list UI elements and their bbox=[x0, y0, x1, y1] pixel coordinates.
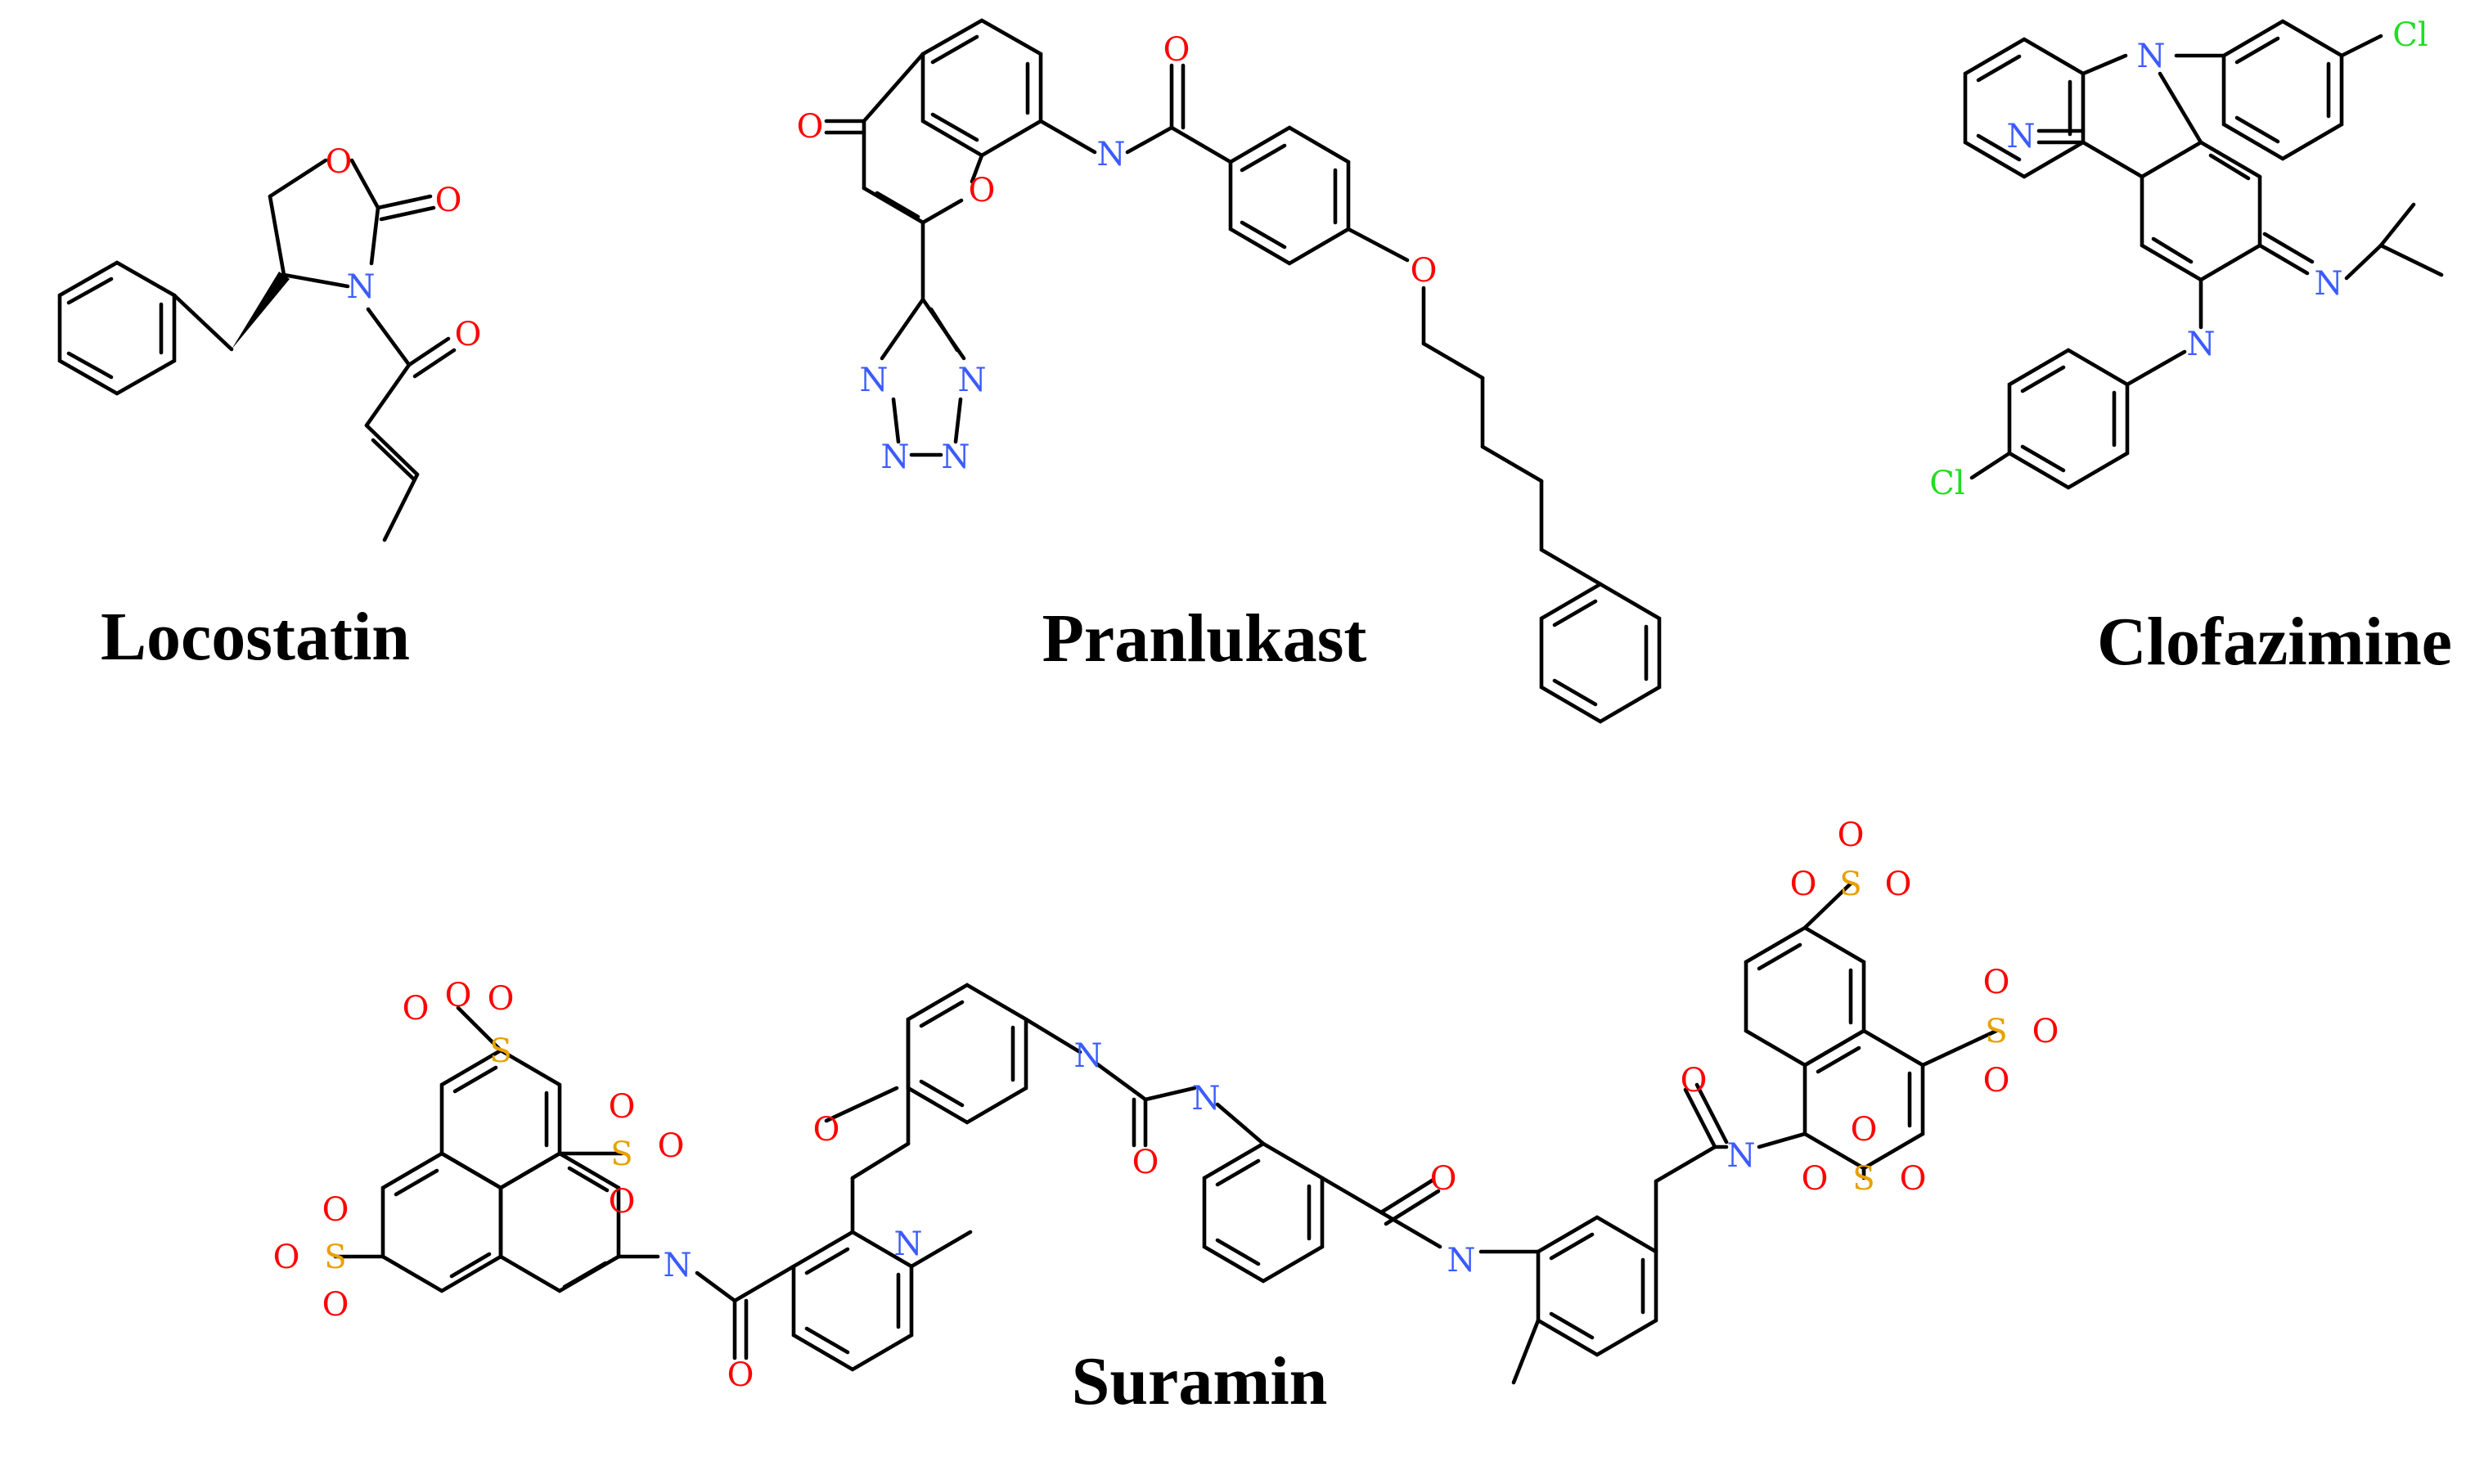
molecule-locostatin: O O N O Locostatin bbox=[57, 143, 482, 675]
pranlukast-bonds bbox=[824, 18, 1662, 724]
atom-n: N bbox=[1727, 1137, 1756, 1175]
atom-o: O bbox=[445, 977, 472, 1014]
atom-o: O bbox=[797, 108, 824, 146]
atom-o: O bbox=[1430, 1160, 1457, 1198]
molecule-pranlukast: O O N O O N N N N Pranlukast bbox=[797, 18, 1662, 724]
atom-o: O bbox=[1411, 252, 1438, 290]
atom-o: O bbox=[488, 980, 515, 1018]
atom-o: O bbox=[326, 143, 353, 181]
atom-s: S bbox=[1852, 1160, 1874, 1198]
atom-o: O bbox=[969, 172, 996, 209]
atom-cl: Cl bbox=[1929, 465, 1964, 502]
locostatin-bonds bbox=[57, 158, 457, 542]
atom-o: O bbox=[2032, 1013, 2059, 1050]
atom-o: O bbox=[403, 990, 430, 1028]
atom-o: O bbox=[1802, 1160, 1829, 1198]
atom-o: O bbox=[609, 1183, 636, 1221]
molecule-name-locostatin: Locostatin bbox=[101, 599, 410, 675]
atom-n: N bbox=[860, 362, 889, 399]
atom-n: N bbox=[1074, 1037, 1103, 1075]
atom-o: O bbox=[1838, 816, 1865, 854]
molecule-name-clofazimine: Clofazimine bbox=[2097, 604, 2452, 680]
atom-s: S bbox=[1839, 866, 1861, 903]
atom-s: S bbox=[489, 1032, 511, 1070]
atom-o: O bbox=[813, 1111, 840, 1149]
molecule-name-pranlukast: Pranlukast bbox=[1042, 600, 1367, 677]
atom-s: S bbox=[610, 1135, 632, 1173]
atom-o: O bbox=[455, 316, 482, 353]
atom-cl: Cl bbox=[2392, 16, 2428, 54]
atom-n: N bbox=[894, 1225, 923, 1263]
atom-o: O bbox=[322, 1191, 349, 1229]
clofazimine-atoms: N N N N Cl Cl bbox=[1929, 16, 2428, 502]
atom-n: N bbox=[1097, 136, 1126, 173]
atom-s: S bbox=[324, 1239, 346, 1276]
atom-o: O bbox=[1900, 1160, 1927, 1198]
atom-n: N bbox=[2315, 265, 2343, 303]
atom-n: N bbox=[1447, 1242, 1476, 1279]
atom-n: N bbox=[2007, 118, 2036, 155]
atom-o: O bbox=[1132, 1144, 1159, 1181]
atom-o: O bbox=[322, 1286, 349, 1324]
atom-n: N bbox=[958, 362, 987, 399]
atom-o: O bbox=[1163, 31, 1190, 69]
atom-o: O bbox=[658, 1127, 685, 1165]
atom-n: N bbox=[1192, 1080, 1221, 1117]
atom-o: O bbox=[1983, 964, 2010, 1001]
atom-o: O bbox=[273, 1239, 300, 1276]
atom-n: N bbox=[2187, 326, 2216, 363]
atom-o: O bbox=[435, 182, 462, 219]
pranlukast-atoms: O O N O O N N N N bbox=[797, 31, 1438, 476]
clofazimine-bonds bbox=[1963, 19, 2444, 490]
locostatin-atoms: O O N O bbox=[326, 143, 482, 353]
atom-n: N bbox=[881, 438, 910, 476]
molecule-name-suramin: Suramin bbox=[1072, 1343, 1328, 1419]
atom-n: N bbox=[2137, 38, 2166, 75]
atom-o: O bbox=[1851, 1111, 1878, 1149]
atom-o: O bbox=[727, 1356, 754, 1394]
atom-n: N bbox=[347, 268, 376, 306]
atom-o: O bbox=[1681, 1062, 1708, 1100]
atom-o: O bbox=[1983, 1062, 2010, 1100]
atom-n: N bbox=[942, 438, 970, 476]
atom-o: O bbox=[1885, 866, 1912, 903]
atom-o: O bbox=[609, 1088, 636, 1126]
suramin-bonds bbox=[333, 881, 1999, 1385]
atom-n: N bbox=[664, 1247, 692, 1284]
atom-s: S bbox=[1985, 1013, 2007, 1050]
molecule-clofazimine: N N N N Cl Cl Clofazimine bbox=[1929, 16, 2452, 680]
atom-o: O bbox=[1790, 866, 1817, 903]
